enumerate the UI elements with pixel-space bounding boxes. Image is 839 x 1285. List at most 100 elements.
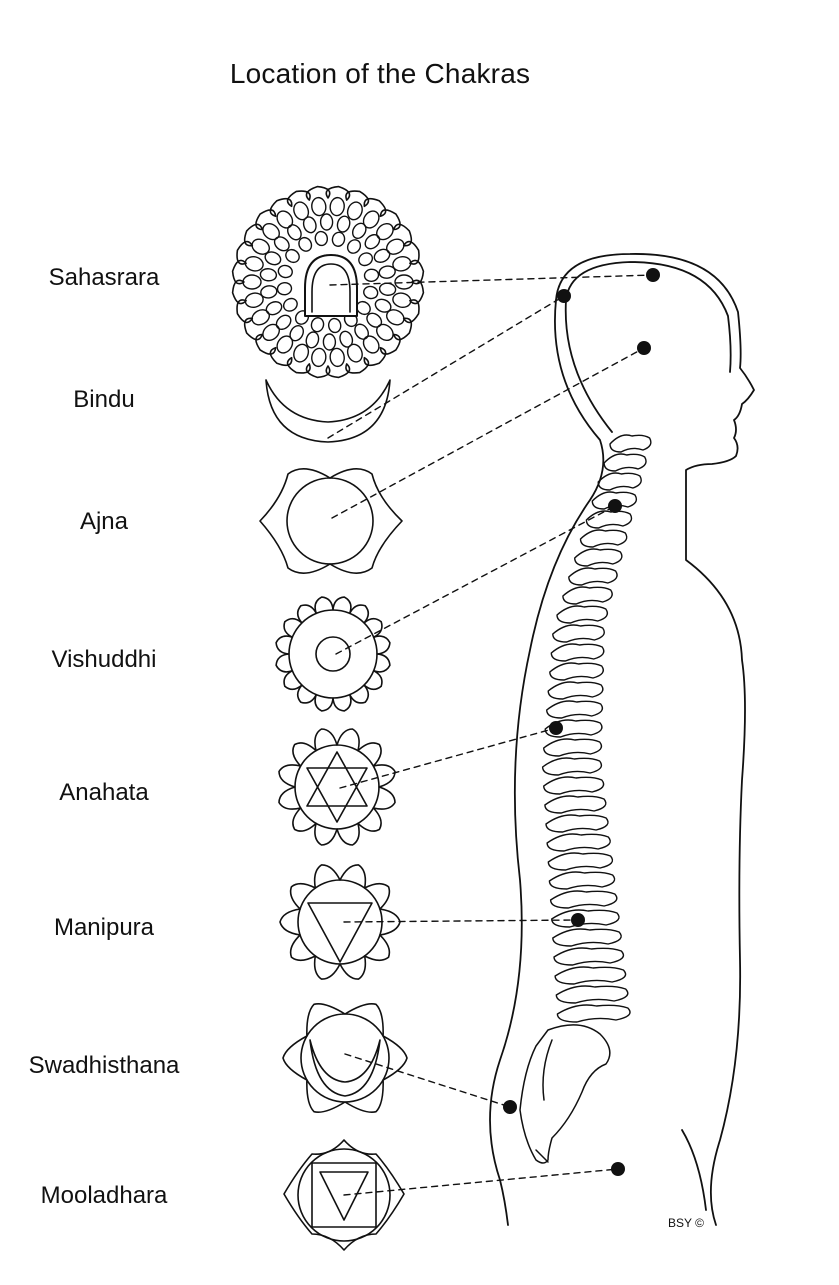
lotus-cell	[305, 331, 320, 349]
lotus-cell	[392, 292, 412, 309]
lotus-cell	[366, 312, 383, 328]
lotus-cell	[287, 224, 302, 241]
label-ajna: Ajna	[79, 508, 129, 535]
lotus-cell	[346, 201, 363, 221]
vertebra	[546, 700, 604, 719]
vertebra	[543, 776, 605, 795]
lotus-cell	[251, 238, 271, 255]
swadhisthana-icon	[282, 1003, 408, 1113]
manipura-icon	[279, 864, 401, 980]
lotus-cell	[329, 347, 345, 368]
vertebra	[548, 871, 616, 890]
lotus-cell	[276, 281, 293, 296]
lotus-cell	[275, 314, 292, 330]
lotus-cell	[354, 323, 369, 340]
label-swadhisthana: Swadhisthana	[28, 1052, 180, 1079]
lotus-cell	[339, 330, 354, 348]
lotus-cell	[277, 264, 293, 279]
lotus-cell	[265, 301, 283, 316]
lotus-cell	[260, 285, 278, 299]
vertebra	[550, 643, 605, 662]
lotus-cell	[302, 216, 317, 234]
bindu-icon	[265, 379, 391, 443]
lotus-cell	[285, 248, 300, 264]
lotus-cell	[373, 248, 391, 263]
vishuddhi-icon	[275, 596, 391, 712]
vertebra	[544, 719, 603, 738]
spine-vertebrae	[541, 434, 652, 1023]
page-title: Location of the Chakras	[229, 58, 531, 89]
sacrum-outline	[519, 1024, 611, 1164]
vertebra	[543, 738, 603, 757]
lotus-cell	[289, 324, 305, 342]
vertebra	[544, 795, 607, 814]
lotus-cell	[358, 252, 374, 267]
lotus-cell	[311, 347, 327, 368]
lotus-cell	[336, 215, 351, 233]
lotus-cell	[363, 268, 380, 283]
lotus-cell	[378, 282, 397, 296]
vertebra	[555, 985, 629, 1004]
lotus-cell	[385, 309, 405, 326]
lotus-cell	[310, 317, 325, 333]
lotus-cell	[362, 335, 380, 354]
lotus-cell	[298, 236, 313, 252]
lotus-cell	[346, 239, 362, 254]
copyright-credit: BSY ©	[668, 1216, 704, 1230]
vertebra	[556, 1004, 631, 1023]
lotus-cell	[259, 268, 278, 282]
lotus-cell	[273, 236, 290, 252]
vertebra	[553, 947, 625, 966]
vertebra	[552, 928, 622, 947]
lotus-cell	[385, 238, 405, 255]
ajna-icon	[259, 468, 403, 574]
vertebra	[609, 434, 652, 453]
lotus-cell	[314, 230, 329, 247]
vertebra	[554, 966, 627, 985]
lotus-cell	[327, 317, 342, 334]
lotus-cell	[244, 292, 264, 309]
vertebra	[579, 529, 628, 548]
label-mooladhara: Mooladhara	[40, 1182, 168, 1209]
vertebra	[562, 586, 613, 605]
lotus-cell	[351, 222, 367, 240]
lotus-cell	[264, 251, 282, 266]
lotus-cell	[311, 196, 327, 217]
vertebra	[574, 548, 623, 567]
lotus-cell	[363, 285, 379, 300]
lotus-cell	[244, 255, 264, 272]
vertebra	[552, 624, 605, 643]
lotus-cell	[322, 333, 337, 351]
vertebra	[547, 681, 604, 700]
label-vishuddhi: Vishuddhi	[51, 646, 157, 673]
vertebra	[603, 453, 647, 472]
vertebra	[547, 852, 614, 871]
lotus-cell	[331, 231, 346, 247]
vertebra	[546, 833, 611, 852]
lotus-cell	[392, 255, 412, 272]
lotus-cell	[293, 201, 310, 221]
vertebra	[549, 662, 604, 681]
vertebra	[549, 890, 618, 909]
lotus-cell	[329, 196, 345, 217]
vertebra	[568, 567, 618, 586]
anahata-icon	[278, 728, 396, 846]
label-manipura: Manipura	[53, 914, 155, 941]
lotus-cell	[378, 265, 396, 279]
vertebra	[556, 605, 609, 624]
lotus-cell	[346, 343, 363, 363]
vertebra	[545, 814, 609, 833]
label-sahasrara: Sahasrara	[48, 264, 160, 291]
vertebra	[551, 909, 620, 928]
lotus-cell	[251, 309, 271, 326]
lotus-cell	[293, 343, 310, 363]
vertebra	[597, 472, 642, 491]
sahasrara-icon	[231, 185, 425, 379]
lotus-cell	[276, 210, 294, 229]
chakra-points	[503, 268, 660, 1176]
lotus-cell	[282, 297, 298, 312]
vertebra	[591, 491, 638, 510]
lotus-cell	[242, 274, 262, 290]
mooladhara-icon	[283, 1139, 405, 1251]
